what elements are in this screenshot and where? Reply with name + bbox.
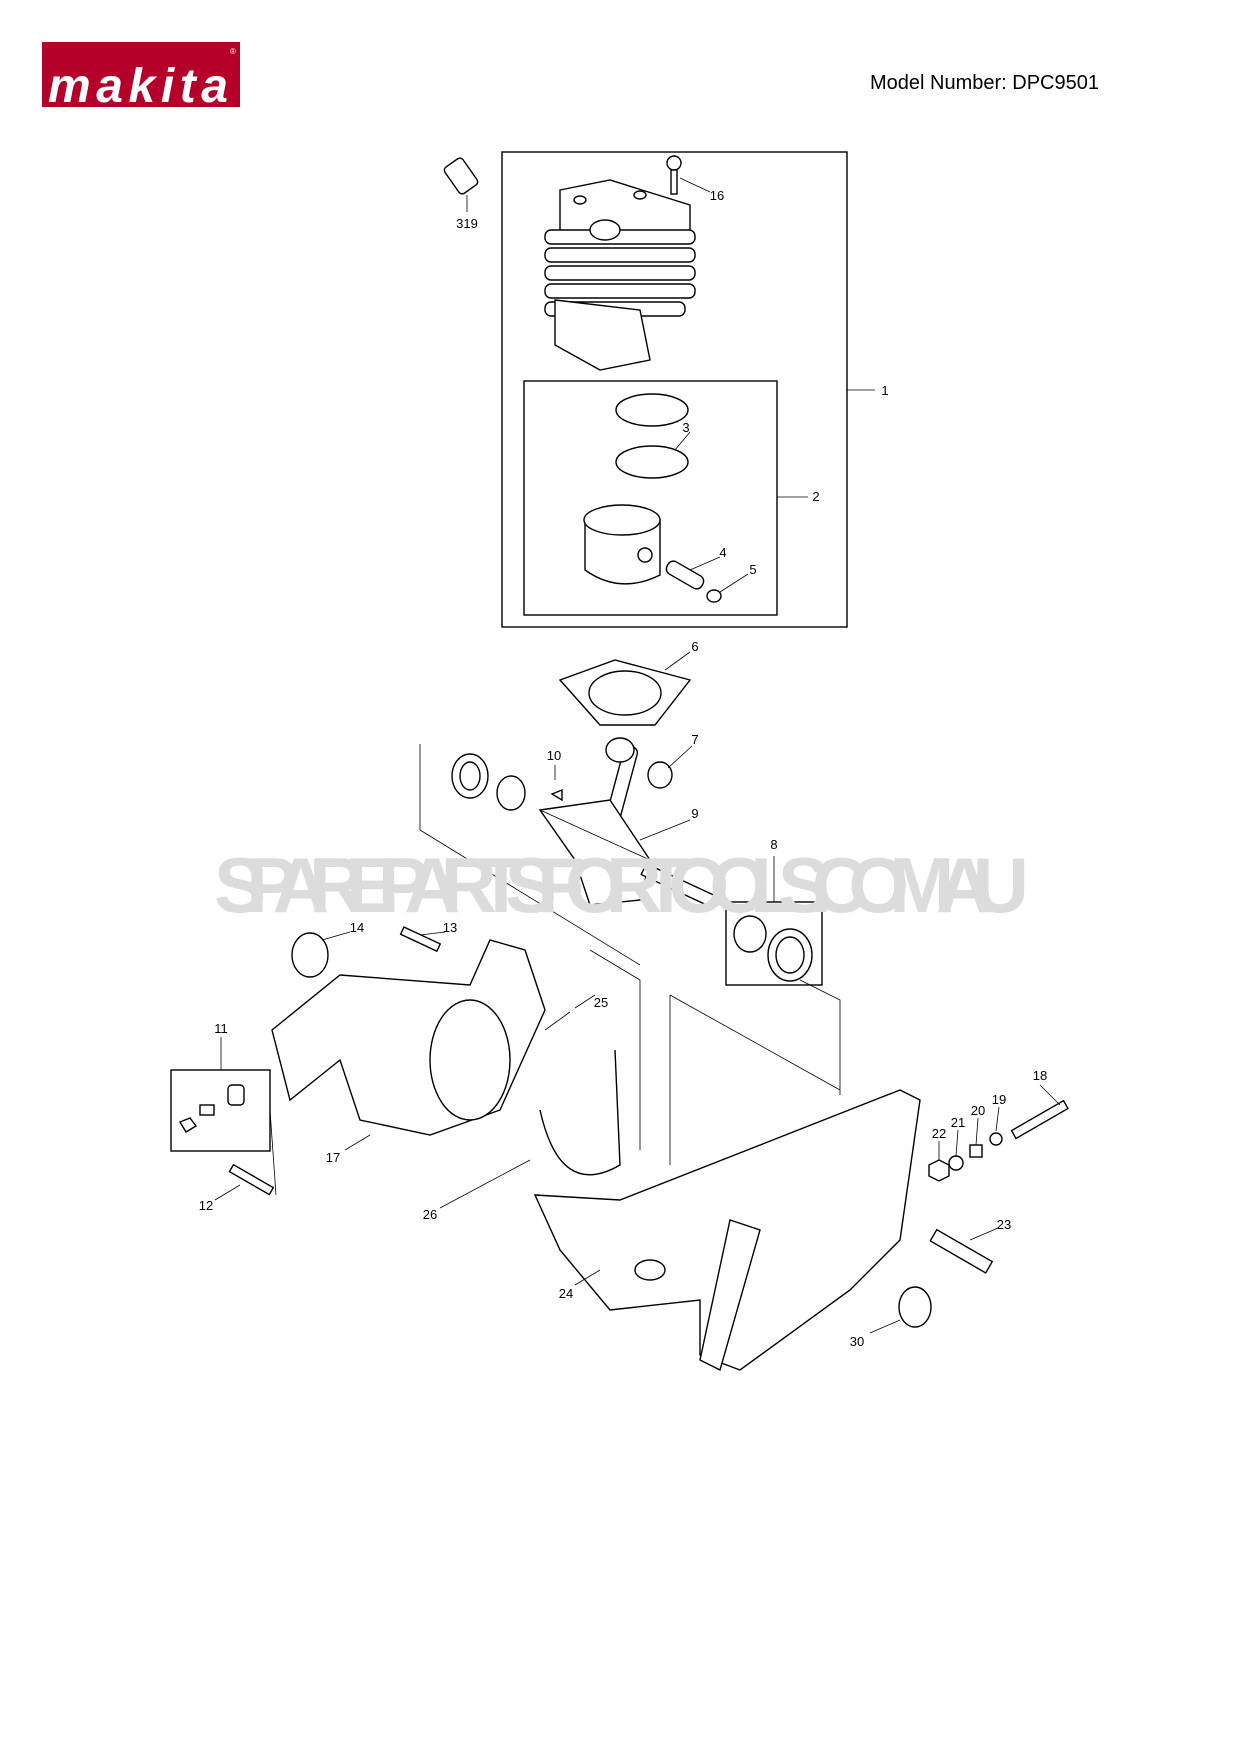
part-label-19: 19 [992, 1092, 1006, 1107]
part-label-13: 13 [443, 920, 457, 935]
part-label-2: 2 [812, 489, 819, 504]
valve [178, 1037, 245, 1133]
part-label-1: 1 [881, 383, 888, 398]
crankcase-half-right [533, 994, 921, 1372]
main-bearings [733, 856, 841, 1095]
part-label-17: 17 [326, 1150, 340, 1165]
part-label-20: 20 [971, 1103, 985, 1118]
valve-set-box [170, 1069, 271, 1152]
part-label-11: 11 [214, 1021, 228, 1036]
part-label-4: 4 [719, 545, 726, 560]
part-label-26: 26 [423, 1207, 437, 1222]
screw-13 [399, 926, 442, 953]
part-label-22: 22 [932, 1126, 946, 1141]
part-label-23: 23 [997, 1217, 1011, 1232]
part-label-30: 30 [850, 1334, 864, 1349]
part-label-24: 24 [559, 1286, 573, 1301]
screw-12 [228, 1163, 275, 1196]
part-label-16: 16 [710, 188, 724, 203]
needle-bearing [647, 761, 673, 789]
part-label-6: 6 [691, 639, 698, 654]
part-label-9: 9 [691, 806, 698, 821]
decompression-valve [443, 157, 479, 212]
crankcase-half-left [271, 926, 596, 1151]
part-label-319: 319 [456, 216, 478, 231]
part-label-3: 3 [682, 420, 689, 435]
part-label-25: 25 [594, 995, 608, 1010]
cylinder [544, 179, 875, 391]
piston-ring-upper [615, 393, 689, 427]
pin-25 [544, 1011, 571, 1031]
part-label-5: 5 [749, 562, 756, 577]
piston-pin [665, 560, 705, 590]
screw-18 [1010, 1099, 1069, 1140]
stud-23 [929, 1228, 994, 1274]
part-label-21: 21 [951, 1115, 965, 1130]
piston [583, 504, 661, 585]
part-label-7: 7 [691, 732, 698, 747]
svg-text:®: ® [230, 47, 236, 56]
oil-seal-30 [898, 1286, 932, 1328]
part-label-14: 14 [350, 920, 364, 935]
part-label-12: 12 [199, 1198, 213, 1213]
adjuster-parts [869, 1084, 1069, 1334]
circlip [706, 589, 722, 603]
oil-seal-14 [291, 932, 329, 978]
crankshaft [419, 737, 720, 966]
part-label-18: 18 [1033, 1068, 1047, 1083]
cylinder-gasket [558, 651, 692, 726]
makita-logo: makita ® [42, 42, 240, 107]
part-label-8: 8 [770, 837, 777, 852]
part-label-10: 10 [547, 748, 561, 763]
crankcase-gasket [539, 1049, 621, 1176]
model-number: Model Number: DPC9501 [870, 72, 1099, 94]
piston-ring [615, 445, 689, 479]
watermark: SPAREPARTSFORTOOLS.COM.AU [214, 841, 1030, 929]
cylinder-bolt [666, 155, 711, 195]
